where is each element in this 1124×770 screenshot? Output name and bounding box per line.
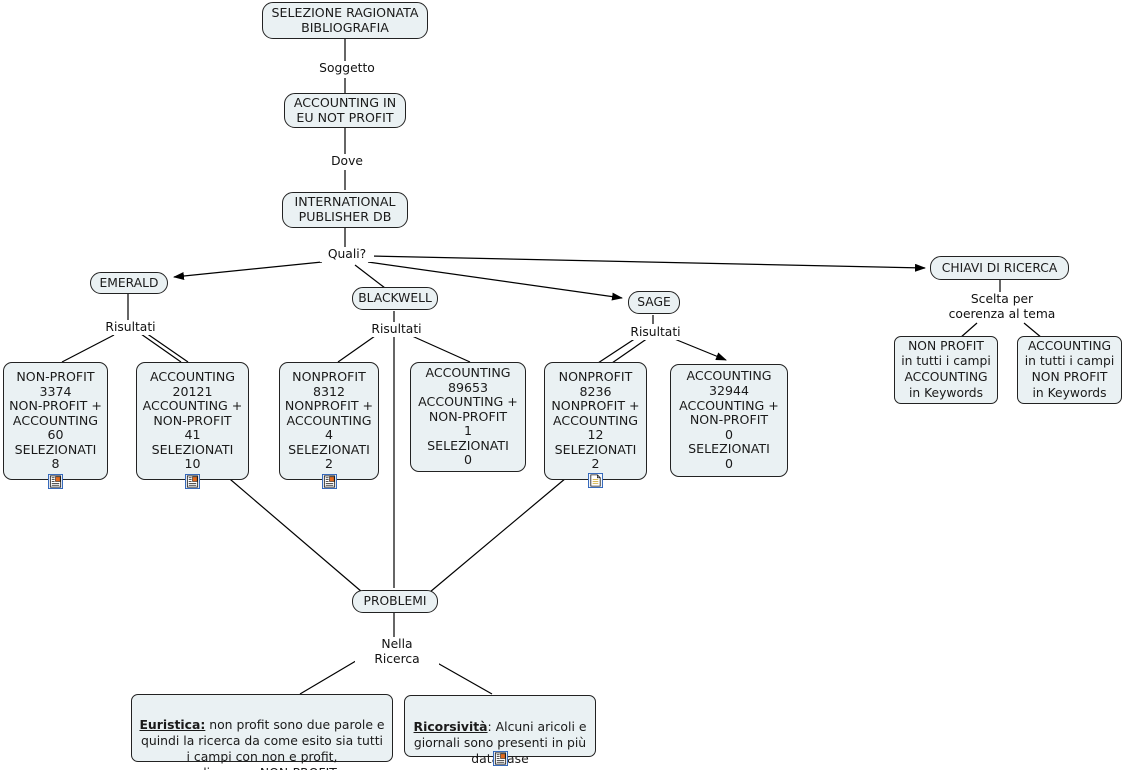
- result-box-emerald-accounting[interactable]: ACCOUNTING 20121 ACCOUNTING + NON-PROFIT…: [136, 362, 249, 480]
- edge-risultati-blackwell-accounting: [411, 335, 471, 363]
- keyword-box-accounting[interactable]: ACCOUNTING in tutti i campi NON PROFIT i…: [1017, 336, 1122, 404]
- node-chiavi-di-ricerca[interactable]: CHIAVI DI RICERCA: [930, 256, 1069, 280]
- result-box-blackwell-accounting[interactable]: ACCOUNTING 89653 ACCOUNTING + NON-PROFIT…: [410, 362, 526, 472]
- node-sage[interactable]: SAGE: [628, 291, 680, 314]
- note-title-euristica: Euristica:: [139, 716, 206, 732]
- node-blackwell[interactable]: BLACKWELL: [352, 287, 438, 310]
- edge-emerald-accounting-problemi: [223, 473, 363, 593]
- link-label-quali: Quali?: [320, 247, 374, 262]
- node-where[interactable]: INTERNATIONAL PUBLISHER DB: [282, 192, 408, 228]
- link-label-scelta: Scelta per coerenza al tema: [944, 292, 1060, 321]
- keyword-box-non-profit[interactable]: NON PROFIT in tutti i campi ACCOUNTING i…: [894, 336, 998, 404]
- document-image-icon[interactable]: [322, 474, 337, 489]
- edge-risultati-sage-nonprofit-b: [611, 337, 649, 364]
- document-icon[interactable]: [588, 473, 603, 488]
- edge-risultati-emerald-nonprofit: [61, 334, 115, 363]
- node-problemi[interactable]: PROBLEMI: [352, 590, 438, 613]
- result-box-sage-accounting[interactable]: ACCOUNTING 32944 ACCOUNTING + NON-PROFIT…: [670, 364, 788, 477]
- note-title-ricorsivita: Ricorsività: [413, 718, 488, 734]
- node-root[interactable]: SELEZIONE RAGIONATA BIBLIOGRAFIA: [262, 2, 428, 39]
- link-label-dove: Dove: [321, 154, 373, 169]
- edge-risultati-sage-nonprofit-a: [597, 337, 637, 364]
- result-box-emerald-non-profit[interactable]: NON-PROFIT 3374 NON-PROFIT + ACCOUNTING …: [3, 362, 108, 480]
- edge-quali-chiavi: [369, 255, 926, 272]
- edge-risultati-sage-accounting: [671, 337, 727, 361]
- link-label-nella-ricerca: Nella Ricerca: [355, 637, 439, 666]
- note-box-ricorsivita[interactable]: Ricorsività: Alcuni aricoli e giornali s…: [404, 695, 596, 766]
- edge-risultati-emerald-accounting-a: [140, 333, 182, 363]
- link-label-risultati-blackwell: Risultati: [367, 322, 426, 337]
- document-image-icon[interactable]: [185, 474, 200, 489]
- edge-quali-blackwell: [354, 264, 386, 289]
- document-image-icon[interactable]: [493, 751, 508, 766]
- result-box-sage-nonprofit[interactable]: NONPROFIT 8236 NONPROFIT + ACCOUNTING 12…: [544, 362, 647, 480]
- node-emerald[interactable]: EMERALD: [90, 272, 168, 294]
- result-box-blackwell-nonprofit[interactable]: NONPROFIT 8312 NONPROFIT + ACCOUNTING 4 …: [279, 362, 379, 480]
- document-image-icon[interactable]: [48, 474, 63, 489]
- link-label-soggetto: Soggetto: [313, 61, 381, 76]
- edge-risultati-blackwell-nonprofit: [337, 335, 376, 363]
- link-label-risultati-emerald: Risultati: [101, 320, 160, 335]
- edge-risultati-emerald-accounting-b: [145, 332, 189, 363]
- note-body-euristica: non profit sono due parole e quindi la r…: [141, 716, 385, 770]
- edge-quali-emerald: [173, 261, 323, 280]
- link-label-risultati-sage: Risultati: [626, 325, 685, 340]
- edge-sage-nonprofit-problemi: [429, 477, 567, 593]
- node-subject[interactable]: ACCOUNTING IN EU NOT PROFIT: [284, 93, 406, 128]
- note-box-euristica[interactable]: Euristica: non profit sono due parole e …: [131, 694, 393, 770]
